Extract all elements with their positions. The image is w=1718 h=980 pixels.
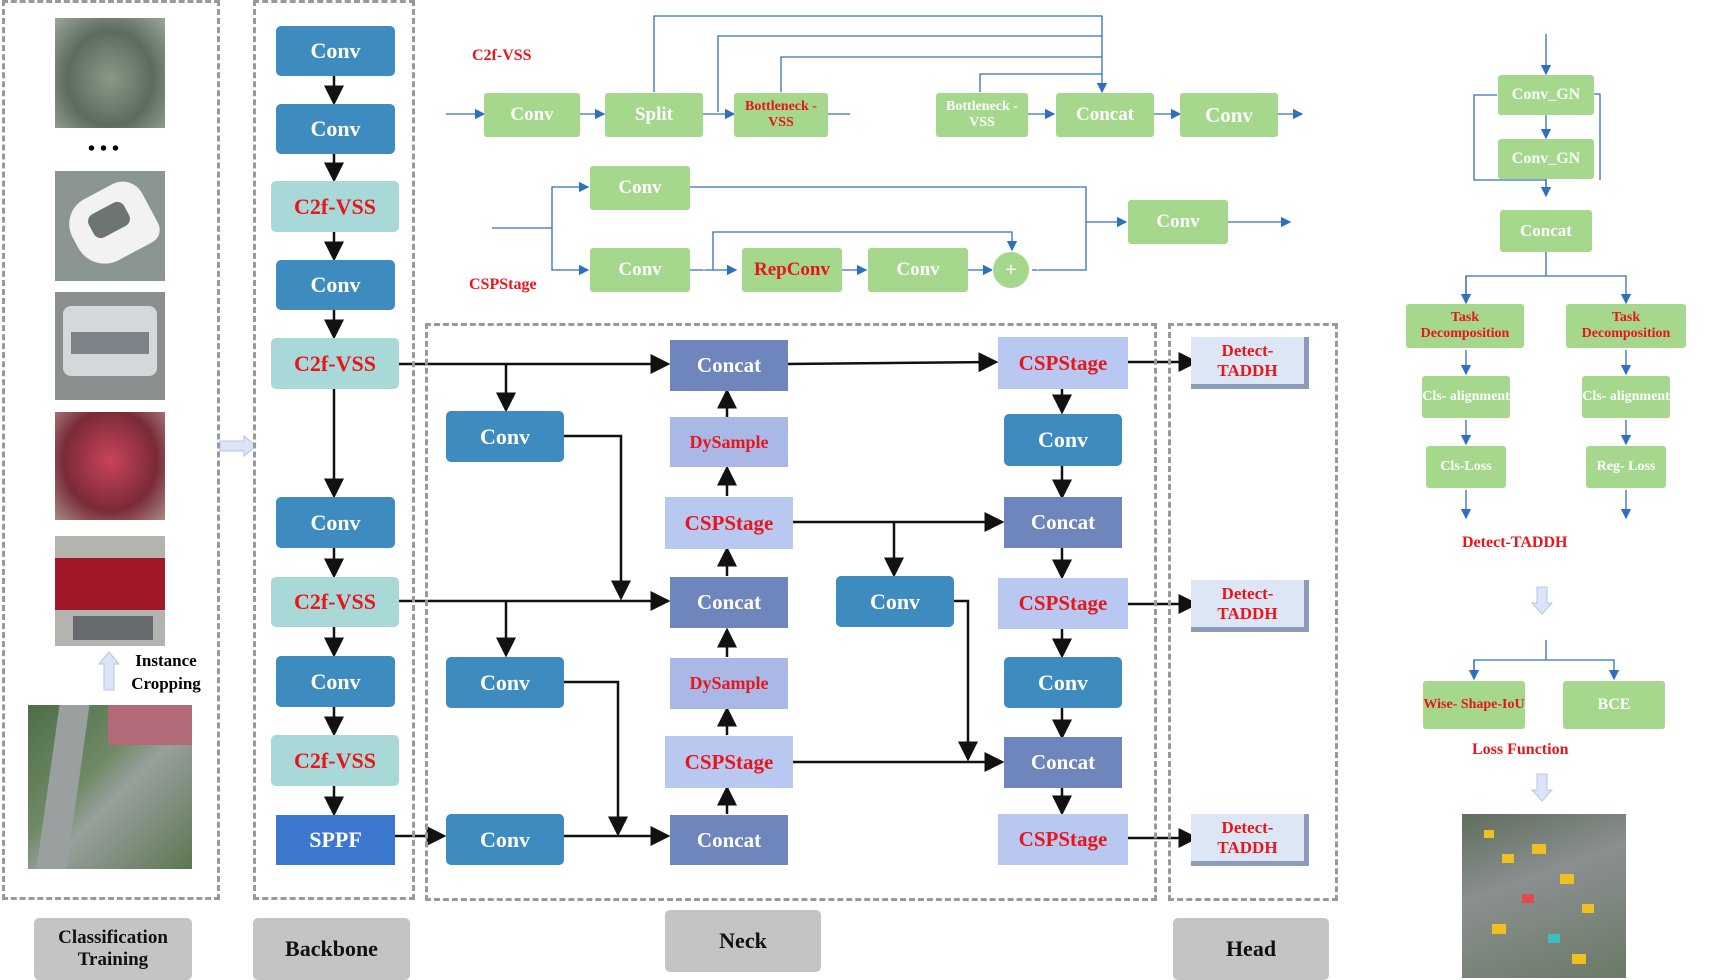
neck-right-conv-2: Conv bbox=[1004, 657, 1122, 708]
backbone-sppf: SPPF bbox=[276, 815, 395, 865]
crop-image-car-white bbox=[55, 171, 165, 281]
c2f-panel-bottleneck-1: Bottleneck -VSS bbox=[734, 93, 828, 137]
classification-frame bbox=[2, 0, 220, 900]
csp-panel-add: + bbox=[992, 251, 1030, 289]
crop-image-truck bbox=[55, 536, 165, 646]
neck-conv-a: Conv bbox=[446, 411, 564, 462]
backbone-c2f-vss-2: C2f-VSS bbox=[271, 338, 399, 389]
neck-cspstage-1: CSPStage bbox=[665, 497, 793, 549]
detect-conv-gn-2: Conv_GN bbox=[1498, 139, 1594, 179]
detect-task-decomposition-2: Task Decomposition bbox=[1566, 304, 1686, 348]
csp-panel-conv-top: Conv bbox=[590, 166, 690, 210]
head-detect-1: Detect- TADDH bbox=[1191, 337, 1309, 389]
detect-panel-title: Detect-TADDH bbox=[1462, 534, 1568, 551]
neck-dysample-1: DySample bbox=[670, 417, 788, 467]
backbone-conv-5: Conv bbox=[276, 656, 395, 707]
neck-conv-b: Conv bbox=[446, 657, 564, 708]
loss-bce: BCE bbox=[1563, 681, 1665, 729]
detect-concat: Concat bbox=[1500, 210, 1592, 252]
neck-right-concat-1: Concat bbox=[1004, 497, 1122, 548]
neck-concat-1: Concat bbox=[670, 340, 788, 391]
neck-label: Neck bbox=[665, 910, 821, 972]
detect-conv-gn-1: Conv_GN bbox=[1498, 75, 1594, 115]
csp-panel-title: CSPStage bbox=[469, 276, 537, 293]
backbone-label: Backbone bbox=[253, 918, 410, 980]
neck-right-cspstage-3: CSPStage bbox=[998, 814, 1128, 865]
loss-panel-title: Loss Function bbox=[1472, 741, 1569, 758]
detect-cls-alignment-1: Cls- alignment bbox=[1422, 376, 1510, 418]
neck-conv-d: Conv bbox=[836, 576, 954, 627]
c2f-panel-conv-out: Conv bbox=[1180, 93, 1278, 137]
c2f-panel-concat: Concat bbox=[1056, 93, 1154, 137]
detection-result-image bbox=[1462, 814, 1626, 978]
c2f-panel-bottleneck-2: Bottleneck -VSS bbox=[936, 93, 1028, 137]
neck-right-conv-1: Conv bbox=[1004, 414, 1122, 466]
c2f-panel-title: C2f-VSS bbox=[472, 47, 532, 64]
neck-dysample-2: DySample bbox=[670, 658, 788, 709]
backbone-c2f-vss-3: C2f-VSS bbox=[271, 577, 399, 627]
backbone-conv-3: Conv bbox=[276, 260, 395, 310]
instance-cropping-label: Instance Cropping bbox=[131, 651, 201, 693]
aerial-image bbox=[28, 705, 192, 869]
detect-cls-loss: Cls-Loss bbox=[1426, 446, 1506, 488]
crop-image-1 bbox=[55, 18, 165, 128]
csp-panel-xn: x N bbox=[1054, 286, 1078, 303]
csp-panel-repeat-box bbox=[703, 216, 1039, 308]
ellipsis: • • • bbox=[88, 138, 120, 160]
detect-reg-loss: Reg- Loss bbox=[1586, 446, 1666, 488]
backbone-conv-4: Conv bbox=[276, 497, 395, 548]
neck-concat-2: Concat bbox=[670, 577, 788, 628]
neck-concat-3: Concat bbox=[670, 815, 788, 865]
backbone-c2f-vss-1: C2f-VSS bbox=[271, 181, 399, 232]
neck-right-concat-2: Concat bbox=[1004, 737, 1122, 788]
detect-cls-alignment-2: Cls- alignment bbox=[1582, 376, 1670, 418]
head-frame bbox=[1168, 323, 1338, 901]
loss-wise-shape-iou: Wise- Shape-IoU bbox=[1423, 681, 1525, 729]
head-detect-3: Detect- TADDH bbox=[1191, 814, 1309, 866]
backbone-conv-1: Conv bbox=[276, 26, 395, 76]
backbone-frame bbox=[253, 0, 415, 900]
detect-task-decomposition-1: Task Decomposition bbox=[1406, 304, 1524, 348]
backbone-conv-2: Conv bbox=[276, 104, 395, 154]
neck-frame bbox=[425, 323, 1157, 901]
csp-panel-conv-out: Conv bbox=[1128, 200, 1228, 244]
neck-cspstage-2: CSPStage bbox=[665, 736, 793, 788]
neck-conv-c: Conv bbox=[446, 814, 564, 865]
c2f-panel-conv-in: Conv bbox=[484, 93, 580, 137]
crop-image-red bbox=[55, 412, 165, 520]
head-label: Head bbox=[1173, 918, 1329, 980]
c2f-panel-dots: · · · · bbox=[858, 100, 892, 117]
backbone-c2f-vss-4: C2f-VSS bbox=[271, 735, 399, 786]
classification-training-label: Classification Training bbox=[34, 918, 192, 980]
csp-panel-conv-mid: Conv bbox=[868, 248, 968, 292]
head-detect-2: Detect- TADDH bbox=[1191, 580, 1309, 632]
crop-image-van bbox=[55, 292, 165, 400]
csp-panel-repconv: RepConv bbox=[742, 248, 842, 292]
c2f-panel-split: Split bbox=[605, 93, 703, 137]
csp-panel-conv-bottom: Conv bbox=[590, 248, 690, 292]
neck-right-cspstage-2: CSPStage bbox=[998, 578, 1128, 629]
neck-right-cspstage-1: CSPStage bbox=[998, 337, 1128, 389]
